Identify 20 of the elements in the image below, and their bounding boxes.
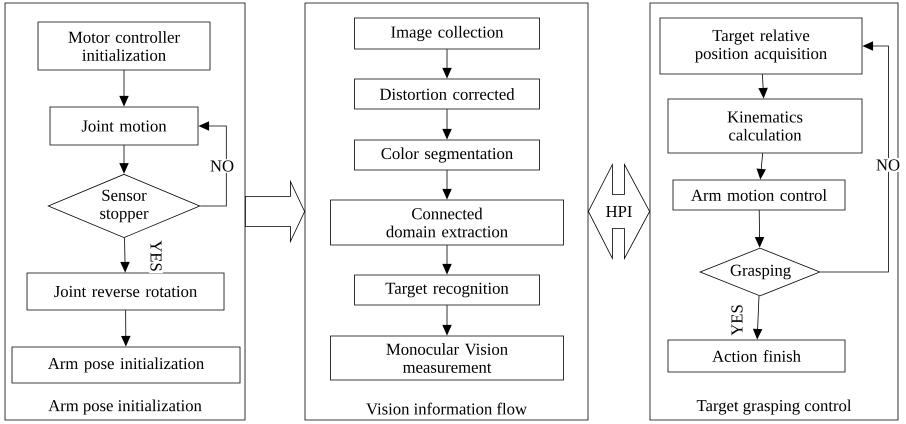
process-box: Target recognition bbox=[354, 274, 540, 306]
process-box: Monocular Vision measurement bbox=[330, 336, 564, 380]
process-box: Arm motion control bbox=[672, 180, 846, 210]
process-box: Motor controller initialization bbox=[38, 22, 210, 70]
process-box: Arm pose initialization bbox=[12, 346, 240, 384]
edge-label: YES bbox=[731, 305, 743, 336]
process-box: Connected domain extraction bbox=[330, 200, 564, 246]
process-box: Image collection bbox=[354, 18, 540, 50]
process-box: Color segmentation bbox=[354, 140, 540, 170]
edge-label: HPI bbox=[606, 206, 632, 217]
process-box: Joint reverse rotation bbox=[26, 272, 224, 310]
process-box: Target relative position acquisition bbox=[660, 18, 862, 74]
arrow bbox=[820, 41, 889, 272]
edge-label: NO bbox=[876, 159, 900, 171]
process-box: Kinematics calculation bbox=[668, 98, 862, 154]
process-box: Action finish bbox=[668, 340, 846, 372]
process-box: Joint motion bbox=[50, 106, 198, 146]
edge-label: YES bbox=[150, 240, 162, 271]
process-box: Distortion corrected bbox=[354, 78, 540, 110]
edge-label: NO bbox=[210, 160, 234, 172]
